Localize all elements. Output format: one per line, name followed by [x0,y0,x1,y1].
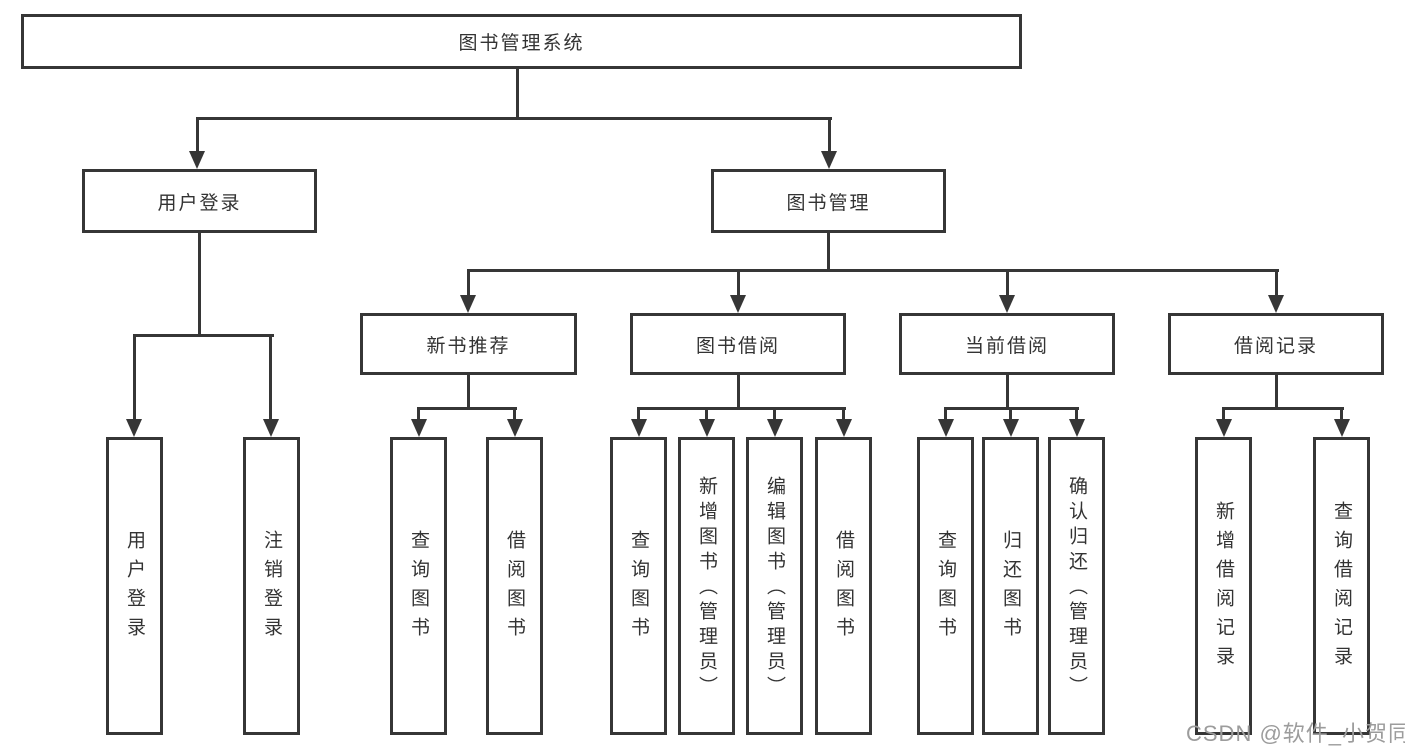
connector-bookborrow-rail [637,407,846,410]
connector-logout-leaf-shaft [269,334,272,421]
arrowhead-leaf [699,419,715,437]
node-book-borrowing: 图书借阅 [630,313,846,375]
connector-borrow-record-shaft [1275,269,1278,297]
arrowhead-logout-leaf [263,419,279,437]
connector-leaf-shaft [513,407,516,421]
node-leaf-add-borrow-record: 新增借阅记录 [1195,437,1252,735]
connector-currentborrow-stub [1006,375,1009,408]
connector-leaf-shaft [842,407,845,421]
arrowhead-leaf [1069,419,1085,437]
node-leaf-borrow-books: 借阅图书 [815,437,872,735]
node-leaf-edit-books-admin: 编辑图书（管理员） [746,437,803,735]
node-leaf-query-borrow-record: 查询借阅记录 [1313,437,1370,735]
connector-leaf-shaft [637,407,640,421]
connector-level2-rail [196,117,832,120]
node-book-management: 图书管理 [711,169,946,233]
connector-login-leaf-shaft [133,334,136,421]
node-user-login: 用户登录 [82,169,317,233]
connector-record-stub [1275,375,1278,408]
connector-leaf-shaft [944,407,947,421]
arrowhead-book-borrow [730,295,746,313]
arrowhead-book-mgmt [821,151,837,169]
connector-user-login-shaft [196,117,199,153]
arrowhead-leaf [631,419,647,437]
connector-root-stub [516,69,519,118]
connector-leaf-shaft [1222,407,1225,421]
connector-book-mgmt-shaft [828,117,831,153]
connector-new-book-shaft [467,269,470,297]
arrowhead-new-book [460,295,476,313]
node-leaf-query-books-current: 查询图书 [917,437,974,735]
connector-leaf-shaft [417,407,420,421]
arrowhead-leaf [507,419,523,437]
node-borrowing-records: 借阅记录 [1168,313,1384,375]
arrowhead-user-login [189,151,205,169]
connector-newbook-rail [417,407,517,410]
arrowhead-login-leaf [126,419,142,437]
node-new-book-recommend: 新书推荐 [360,313,577,375]
node-leaf-logout: 注销登录 [243,437,300,735]
connector-record-rail [1222,407,1344,410]
node-leaf-borrow-books-recommend: 借阅图书 [486,437,543,735]
csdn-watermark: CSDN @软件_小贺同学 [1186,721,1405,746]
arrowhead-leaf [767,419,783,437]
node-current-borrowing: 当前借阅 [899,313,1115,375]
arrowhead-borrow-record [1268,295,1284,313]
node-leaf-user-login: 用户登录 [106,437,163,735]
arrowhead-current-borrow [999,295,1015,313]
connector-level3-rail [467,269,1279,272]
arrowhead-leaf [938,419,954,437]
node-leaf-query-books-recommend: 查询图书 [390,437,447,735]
connector-leaf-shaft [1009,407,1012,421]
connector-book-borrow-shaft [737,269,740,297]
arrowhead-leaf [1334,419,1350,437]
arrowhead-leaf [411,419,427,437]
arrowhead-leaf [1003,419,1019,437]
connector-leaf-shaft [705,407,708,421]
connector-leaf-shaft [1075,407,1078,421]
connector-user-stub [198,233,201,336]
arrowhead-leaf [1216,419,1232,437]
connector-newbook-stub [467,375,470,408]
connector-leaf-shaft [773,407,776,421]
node-leaf-add-books-admin: 新增图书（管理员） [678,437,735,735]
connector-mgmt-stub [827,233,830,271]
connector-user-rail [133,334,274,337]
node-library-system: 图书管理系统 [21,14,1022,69]
connector-current-borrow-shaft [1006,269,1009,297]
node-leaf-query-books-borrow: 查询图书 [610,437,667,735]
node-leaf-confirm-return-admin: 确认归还（管理员） [1048,437,1105,735]
node-leaf-return-books: 归还图书 [982,437,1039,735]
connector-bookborrow-stub [737,375,740,408]
arrowhead-leaf [836,419,852,437]
connector-leaf-shaft [1340,407,1343,421]
